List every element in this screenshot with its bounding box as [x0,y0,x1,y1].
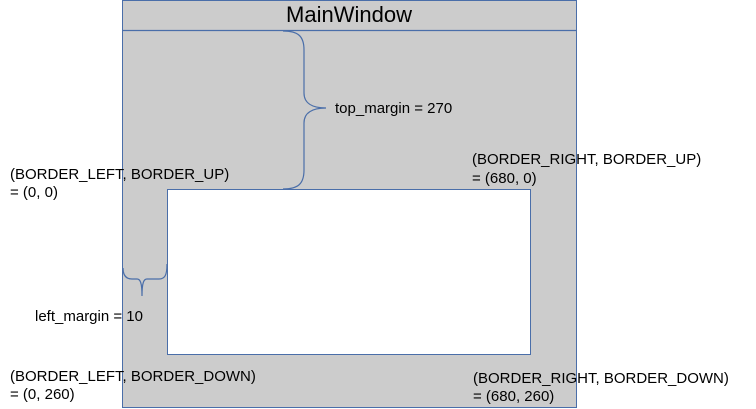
bottom-left-corner-value: = (0, 260) [10,386,75,403]
top-left-corner-value: = (0, 0) [10,184,58,201]
left-margin-brace [122,263,168,297]
left-margin-label: left_margin = 10 [35,308,143,325]
top-left-corner-label: (BORDER_LEFT, BORDER_UP) [10,166,229,183]
window-title: MainWindow [286,2,412,27]
top-right-corner-value: = (680, 0) [472,170,537,187]
bottom-left-corner-label: (BORDER_LEFT, BORDER_DOWN) [10,368,256,385]
content-area [167,189,531,355]
top-margin-label: top_margin = 270 [335,100,452,117]
top-right-corner-label: (BORDER_RIGHT, BORDER_UP) [472,151,701,168]
top-margin-brace [282,30,327,190]
bottom-right-corner-value: = (680, 260) [473,388,554,405]
bottom-right-corner-label: (BORDER_RIGHT, BORDER_DOWN) [473,370,729,387]
